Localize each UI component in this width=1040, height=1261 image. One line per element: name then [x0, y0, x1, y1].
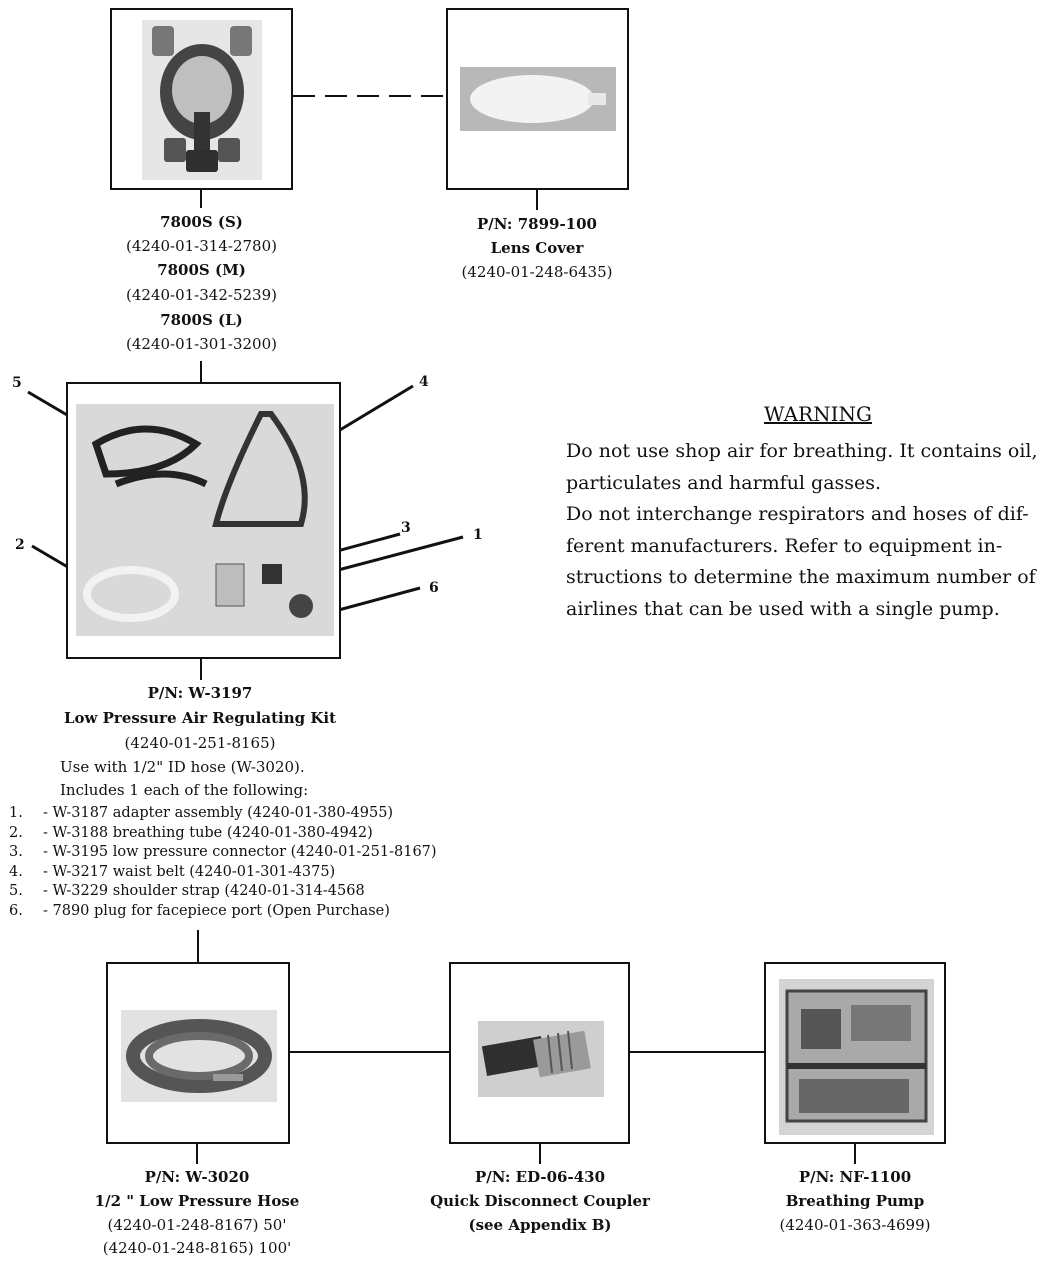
kit-note-includes: Includes 1 each of the following:	[60, 781, 309, 799]
lens-cover-name: Lens Cover	[490, 239, 584, 257]
coiled-hose-photo	[121, 1010, 277, 1102]
respirator-nsn-s: (4240-01-314-2780)	[126, 237, 277, 255]
warning-line: Do not interchange respirators and hoses…	[566, 503, 1029, 525]
pump-name: Breathing Pump	[785, 1192, 925, 1210]
kit-pn: P/N: W-3197	[147, 684, 253, 702]
pump-nsn: (4240-01-363-4699)	[779, 1216, 931, 1234]
respirator-size-l: 7800S (L)	[160, 311, 243, 329]
warning-line: airlines that can be used with a single …	[566, 597, 1000, 620]
breathing-pump-photo	[779, 979, 934, 1135]
lens-cover-photo	[460, 67, 616, 131]
callout-4: 4	[419, 374, 429, 390]
coupler-pn: P/N: ED-06-430	[474, 1168, 606, 1186]
respirator-size-s: 7800S (S)	[160, 213, 243, 231]
kit-name: Low Pressure Air Regulating Kit	[63, 709, 337, 727]
warning-line: Do not use shop air for breathing. It co…	[566, 440, 1038, 462]
respirator-box	[110, 8, 293, 190]
lens-cover-box	[446, 8, 629, 190]
kit-note-hose: Use with 1/2" ID hose (W-3020).	[60, 758, 305, 776]
hose-box	[106, 962, 290, 1144]
callout-5: 5	[12, 375, 22, 391]
callout-1: 1	[473, 527, 483, 543]
pump-pn: P/N: NF-1100	[798, 1168, 912, 1186]
lens-cover-nsn: (4240-01-248-6435)	[461, 263, 613, 281]
pump-box	[764, 962, 946, 1144]
warning-title: WARNING	[764, 402, 872, 426]
respirator-nsn-l: (4240-01-301-3200)	[126, 335, 277, 353]
callout-6: 6	[429, 580, 439, 596]
lens-cover-pn: P/N: 7899-100	[477, 215, 597, 233]
warning-text: Do not use shop air for breathing. It co…	[566, 436, 1038, 625]
warning-line: particulates and harmful gasses.	[566, 471, 882, 494]
hose-nsn-100: (4240-01-248-8165) 100'	[102, 1239, 292, 1257]
coupler-note: (see Appendix B)	[468, 1216, 612, 1234]
coupler-box	[449, 962, 630, 1144]
callout-3: 3	[401, 520, 411, 536]
warning-line: structions to determine the maximum numb…	[566, 566, 1036, 588]
hose-name: 1/2 " Low Pressure Hose	[94, 1192, 300, 1210]
hose-nsn-50: (4240-01-248-8167) 50'	[107, 1216, 287, 1234]
regulating-kit-components-photo	[76, 404, 334, 636]
respirator-nsn-m: (4240-01-342-5239)	[126, 286, 277, 304]
callout-2: 2	[15, 537, 25, 553]
coupler-name: Quick Disconnect Coupler	[430, 1192, 650, 1210]
warning-line: ferent manufacturers. Refer to equipment…	[566, 534, 1003, 557]
respirator-size-m: 7800S (M)	[157, 261, 246, 279]
full-facepiece-respirator-photo	[142, 20, 262, 180]
regulating-kit-box	[66, 382, 341, 659]
quick-disconnect-coupler-photo	[478, 1021, 604, 1097]
kit-nsn: (4240-01-251-8165)	[124, 734, 276, 752]
hose-pn: P/N: W-3020	[144, 1168, 250, 1186]
